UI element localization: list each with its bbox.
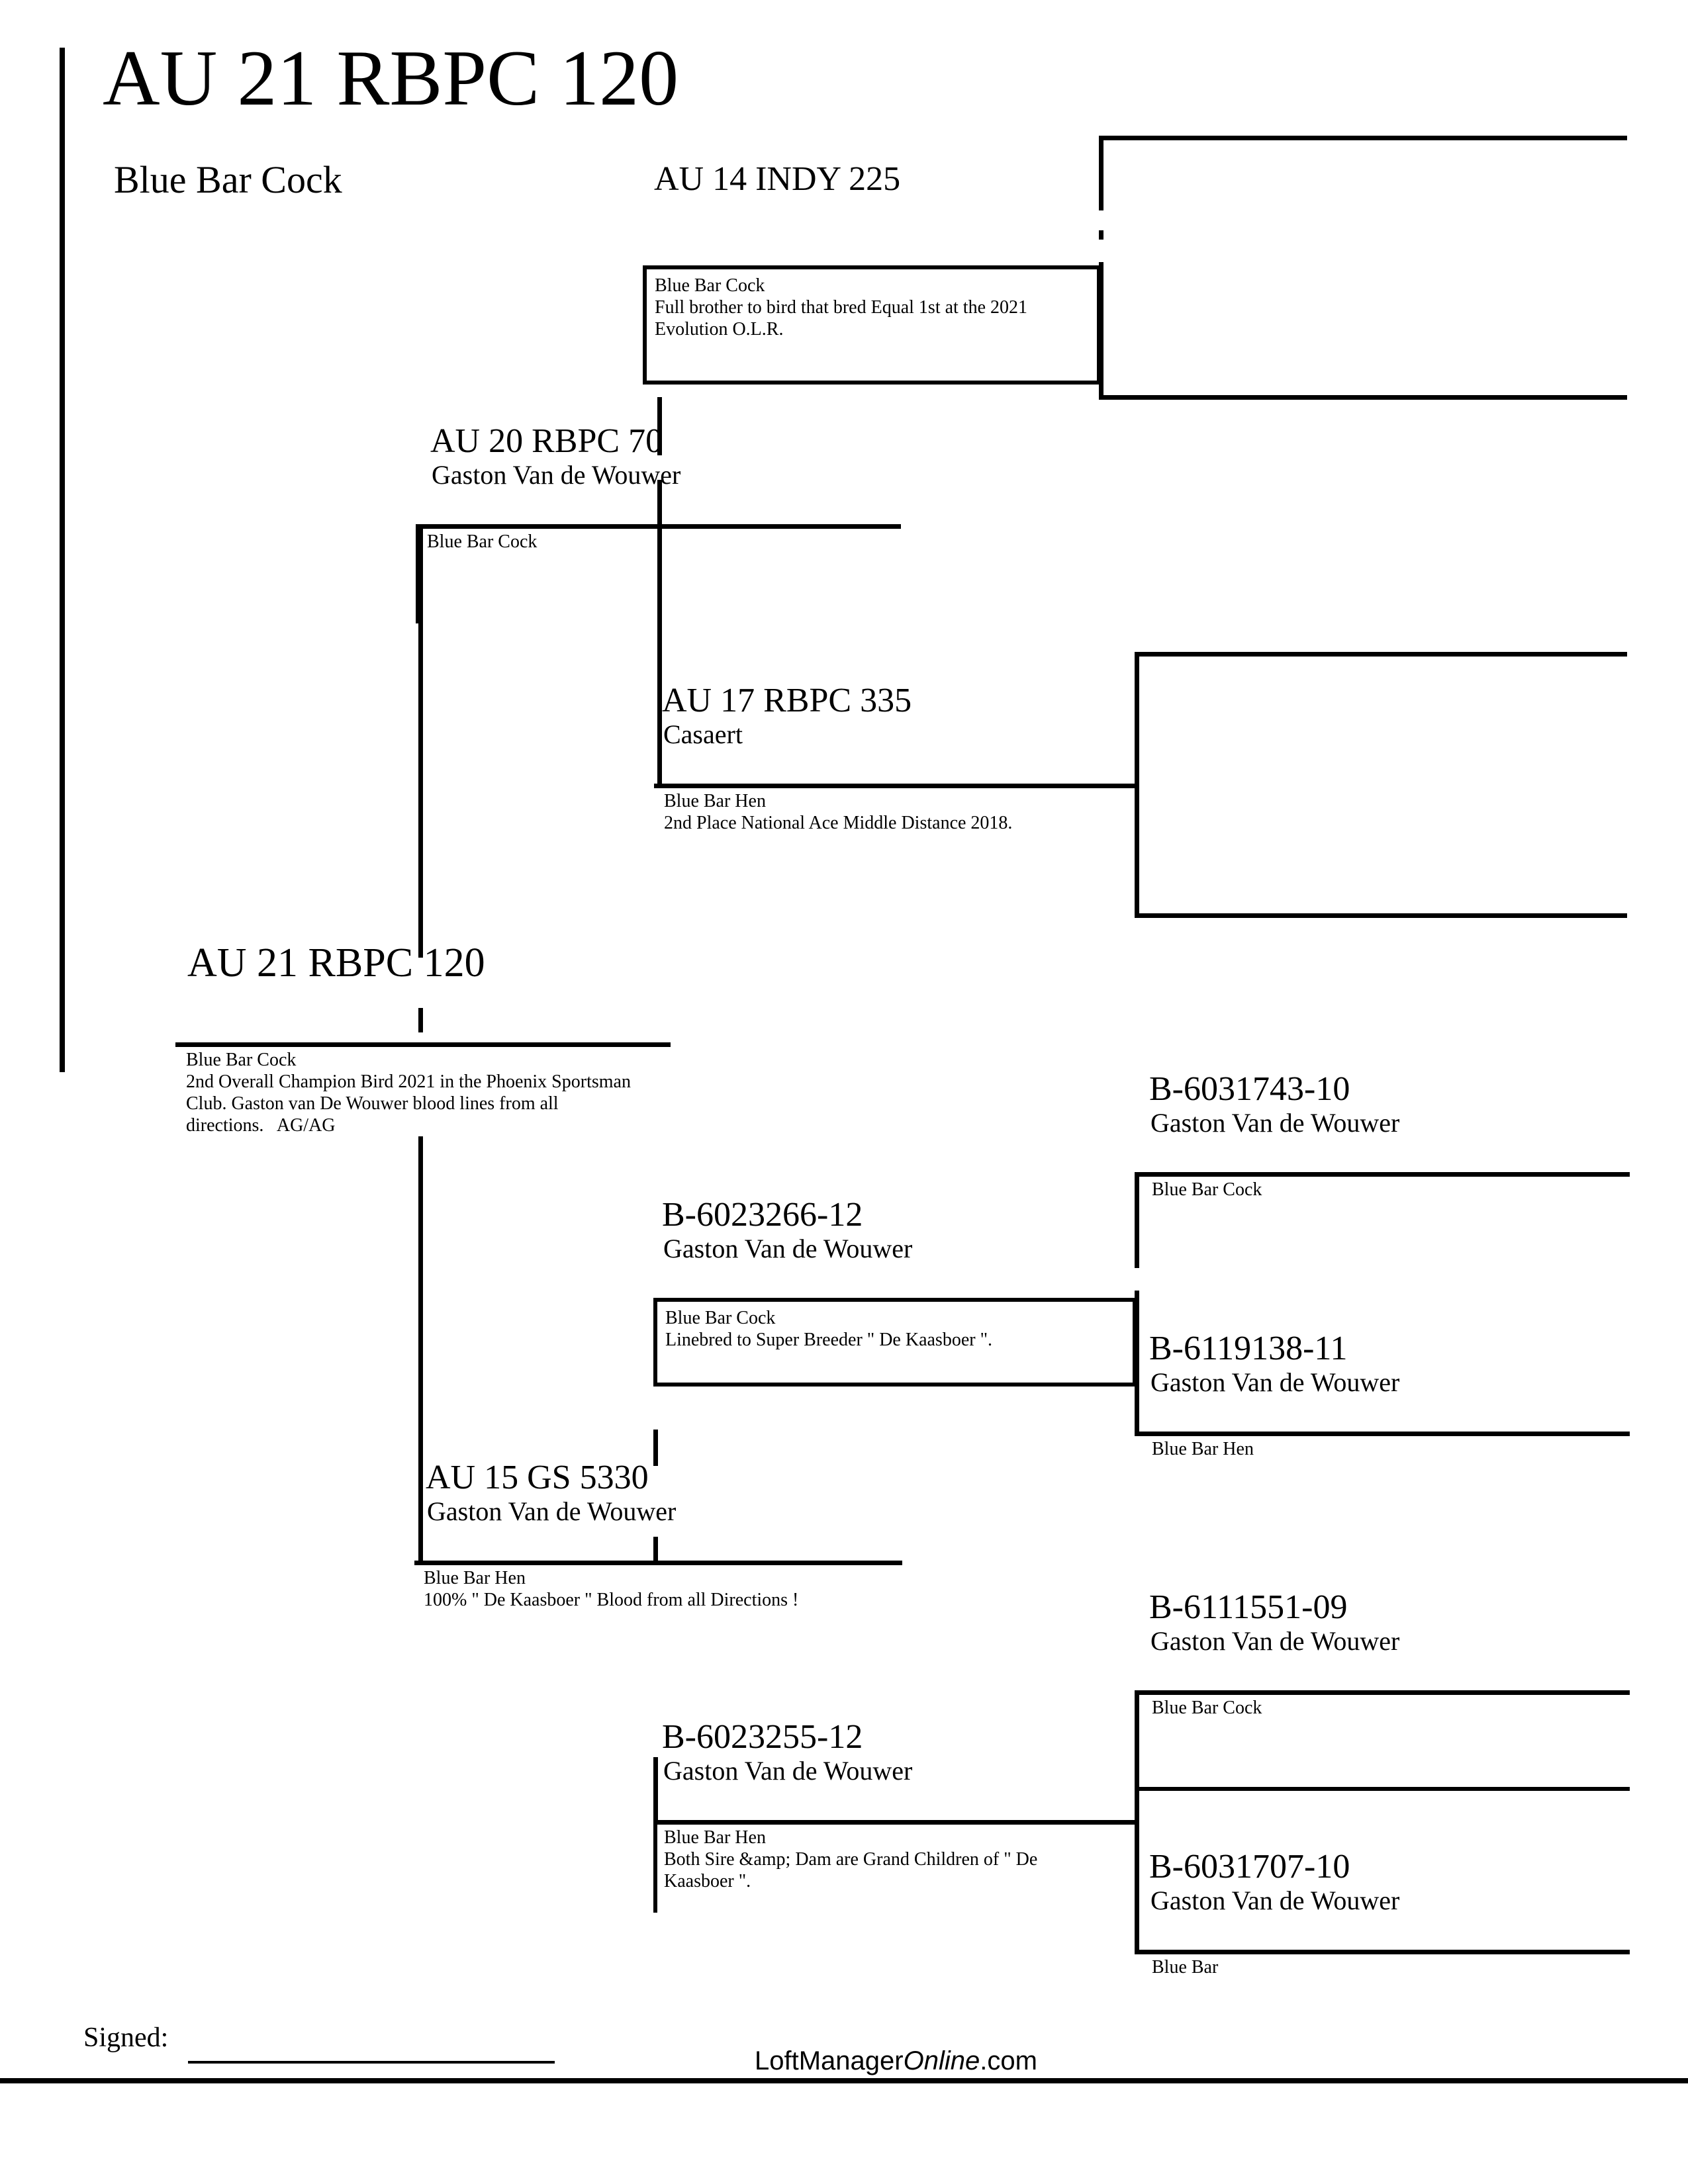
left-margin-rule — [60, 48, 65, 1072]
description-line: Blue Bar Cock — [1152, 1179, 1262, 1200]
bird-breeder-dam-sire-dam: Gaston Van de Wouwer — [1150, 1367, 1400, 1397]
bird-name-sire-dam: AU 17 RBPC 335 — [662, 682, 912, 719]
logo-prefix: LoftManager — [755, 2046, 904, 2075]
bird-description-dam-sire: Blue Bar Cock Linebred to Super Breeder … — [657, 1302, 1133, 1356]
logo-suffix: .com — [980, 2046, 1037, 2075]
bird-name-sire-sire: AU 14 INDY 225 — [654, 160, 901, 198]
bird-breeder-dam-dam: Gaston Van de Wouwer — [663, 1756, 913, 1786]
description-line: Blue Bar Cock — [665, 1308, 776, 1328]
description-line: Club. Gaston van De Wouwer blood lines f… — [186, 1093, 559, 1114]
bird-breeder-dam: Gaston Van de Wouwer — [427, 1496, 677, 1526]
description-line: Full brother to bird that bred Equal 1st… — [655, 297, 1028, 318]
baseline-subject — [175, 1042, 671, 1047]
description-line: Evolution O.L.R. — [655, 319, 784, 340]
connector-sire-parents-dash — [657, 480, 662, 524]
connector-subject-parents-upper — [418, 524, 423, 958]
bracket-arm-top-sire — [1099, 136, 1627, 140]
description-line: Blue Bar Cock — [1152, 1698, 1262, 1718]
bird-breeder-sire-dam: Casaert — [663, 719, 743, 749]
loftmanager-logo: LoftManagerOnline.com — [755, 2046, 1037, 2076]
bird-breeder-dam-sire: Gaston Van de Wouwer — [663, 1234, 913, 1263]
bird-description-dam: Blue Bar Hen 100% " De Kaasboer " Blood … — [424, 1567, 798, 1611]
signed-label: Signed: — [83, 2023, 169, 2053]
logo-italic: Online — [903, 2046, 980, 2075]
bird-name-dam-sire-sire: B-6031743-10 — [1149, 1070, 1350, 1108]
bird-description-dam-sire-dam: Blue Bar Hen — [1152, 1438, 1254, 1460]
connector-subject-parents-lower — [418, 1136, 423, 1561]
bracket-vertical-sire-dam — [1135, 652, 1139, 913]
page-subtitle: Blue Bar Cock — [114, 158, 342, 201]
bird-name-dam-dam: B-6023255-12 — [662, 1718, 863, 1756]
bracket-vertical-dam-sire-lower — [1135, 1291, 1139, 1432]
baseline-sire-dam — [654, 784, 1139, 788]
bird-name-dam-dam-sire: B-6111551-09 — [1149, 1588, 1348, 1626]
description-line: directions. AG/AG — [186, 1115, 336, 1136]
connector-dam-parents-dash — [653, 1537, 658, 1561]
bird-breeder-dam-dam-sire: Gaston Van de Wouwer — [1150, 1626, 1400, 1656]
baseline-dam — [414, 1561, 902, 1565]
connector-subject-parents-dash — [418, 1008, 423, 1032]
description-line: 2nd Overall Champion Bird 2021 in the Ph… — [186, 1071, 631, 1092]
description-line: Blue Bar Cock — [655, 275, 765, 296]
bird-description-dam-dam-dam: Blue Bar — [1152, 1956, 1218, 1978]
connector-dam-parents-dash — [653, 1430, 658, 1466]
description-border-dam-dam-sire — [1135, 1787, 1630, 1791]
description-line: 2nd Place National Ace Middle Distance 2… — [664, 813, 1013, 833]
bird-description-dam-dam: Blue Bar Hen Both Sire &amp; Dam are Gra… — [664, 1827, 1037, 1892]
bird-name-sire: AU 20 RBPC 70 — [430, 422, 663, 460]
description-line: Both Sire &amp; Dam are Grand Children o… — [664, 1849, 1038, 1870]
bracket-vertical-top-dash — [1099, 230, 1103, 240]
description-line: Linebred to Super Breeder " De Kaasboer … — [665, 1330, 993, 1350]
description-box-dam-sire: Blue Bar Cock Linebred to Super Breeder … — [653, 1298, 1137, 1387]
description-border-sire — [416, 524, 420, 623]
bird-description-sire-sire: Blue Bar Cock Full brother to bird that … — [647, 269, 1097, 345]
bird-name-subject: AU 21 RBPC 120 — [187, 940, 485, 985]
bracket-vertical-top-lower — [1099, 262, 1103, 395]
bird-name-dam-dam-dam: B-6031707-10 — [1149, 1848, 1350, 1886]
description-line: Blue Bar Hen — [424, 1568, 526, 1588]
description-border-dam-dam — [653, 1820, 657, 1913]
baseline-dam-sire-sire — [1135, 1172, 1630, 1177]
bird-breeder-dam-sire-sire: Gaston Van de Wouwer — [1150, 1108, 1400, 1138]
connector-sire-parents-dash — [657, 397, 662, 455]
description-line: Kaasboer ". — [664, 1871, 751, 1891]
baseline-dam-sire-dam — [1135, 1432, 1630, 1436]
bird-description-dam-sire-sire: Blue Bar Cock — [1152, 1179, 1262, 1201]
description-line: 100% " De Kaasboer " Blood from all Dire… — [424, 1590, 799, 1610]
baseline-dam-dam-sire — [1135, 1690, 1630, 1695]
bracket-vertical-dam-dam — [1135, 1690, 1139, 1950]
bird-name-dam-sire: B-6023266-12 — [662, 1196, 863, 1234]
description-line: Blue Bar Hen — [664, 791, 766, 811]
description-line: Blue Bar — [1152, 1957, 1219, 1978]
footer-rule — [0, 2078, 1688, 2083]
bird-breeder-sire: Gaston Van de Wouwer — [432, 460, 681, 490]
description-box-sire-sire: Blue Bar Cock Full brother to bird that … — [643, 265, 1101, 385]
bracket-vertical-dam-sire — [1135, 1172, 1139, 1268]
connector-sire-parents — [657, 524, 662, 784]
baseline-dam-dam-dam — [1135, 1950, 1630, 1954]
bracket-arm-sire-dam-sire — [1135, 652, 1627, 657]
bird-description-sire-dam: Blue Bar Hen 2nd Place National Ace Midd… — [664, 790, 1012, 834]
description-line: Blue Bar Cock — [186, 1050, 297, 1070]
bird-breeder-dam-dam-dam: Gaston Van de Wouwer — [1150, 1886, 1400, 1915]
signature-line — [188, 2061, 555, 2064]
description-line: Blue Bar Hen — [664, 1827, 766, 1848]
bird-description-sire: Blue Bar Cock — [427, 531, 537, 553]
bird-name-dam: AU 15 GS 5330 — [426, 1459, 649, 1496]
bird-description-subject: Blue Bar Cock 2nd Overall Champion Bird … — [186, 1049, 631, 1136]
bracket-arm-top-dam — [1099, 395, 1627, 400]
bracket-vertical-top — [1099, 136, 1103, 210]
description-line: Blue Bar Cock — [427, 531, 538, 552]
page-title: AU 21 RBPC 120 — [103, 34, 679, 122]
bird-name-dam-sire-dam: B-6119138-11 — [1149, 1330, 1348, 1367]
baseline-dam-dam — [653, 1820, 1139, 1825]
bracket-arm-sire-dam-dam — [1135, 913, 1627, 918]
bird-description-dam-dam-sire: Blue Bar Cock — [1152, 1697, 1262, 1719]
description-line: Blue Bar Hen — [1152, 1439, 1254, 1459]
connector-dam-parents-lower — [653, 1757, 658, 1820]
